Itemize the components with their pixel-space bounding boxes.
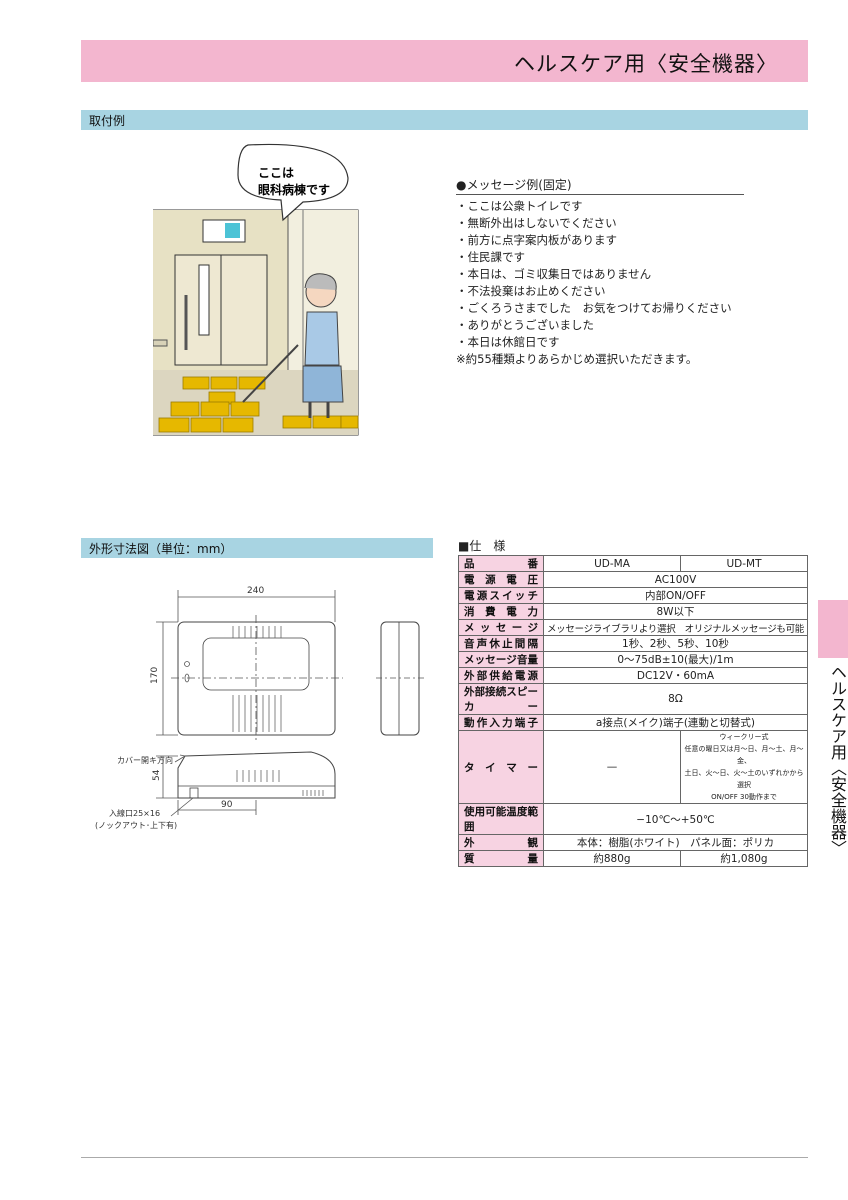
spec-value: 8Ω (542, 683, 809, 715)
message-item: ・ありがとうございました (456, 318, 594, 332)
spec-value: 約880g (542, 850, 682, 867)
table-row: 音声休止間隔 1秒、2秒、5秒、10秒 (458, 635, 809, 652)
spec-value: メッセージライブラリより選択 オリジナルメッセージも可能 (542, 619, 809, 636)
page-title: ヘルスケア用〈安全機器〉 (514, 52, 778, 76)
depth-dimension-label: 54 (152, 769, 162, 781)
table-row: 動作入力端子 a接点(メイク)端子(連動と切替式) (458, 714, 809, 731)
timer-note: ウィークリー式 任意の曜日又は月〜日、月〜土、月〜金、 土日、火〜日、火〜土のい… (680, 730, 808, 804)
spec-value: −10℃〜+50℃ (542, 803, 809, 835)
spec-value: 1秒、2秒、5秒、10秒 (542, 635, 809, 652)
spec-table: 品番 UD-MA UD-MT 電源電圧 AC100V 電源スイッチ 内部ON/O… (458, 555, 809, 867)
elderly-woman-figure (242, 273, 344, 418)
spec-label: 外部接続スピーカー (458, 683, 544, 715)
section-title-example: 取付例 (89, 114, 126, 128)
section-bar-dimensions: 外形寸法図（単位：mm） (81, 538, 433, 558)
table-row: 電源電圧 AC100V (458, 571, 809, 588)
spec-label: 動作入力端子 (458, 714, 544, 731)
spec-value: 約1,080g (680, 850, 808, 867)
spec-label: 電源電圧 (458, 571, 544, 588)
spec-label: 音声休止間隔 (458, 635, 544, 652)
width-dimension-label: 240 (247, 586, 264, 596)
spec-label: 外部供給電源 (458, 667, 544, 684)
message-item: ・本日は、ゴミ収集日ではありません (456, 267, 652, 281)
message-example-heading: ●メッセージ例(固定) (456, 176, 744, 195)
message-item: ・本日は休館日です (456, 335, 560, 349)
table-row: メッセージ音量 0〜75dB±10(最大)/1m (458, 651, 809, 668)
section-title-dimensions: 外形寸法図（単位：mm） (89, 542, 233, 556)
cover-direction-label: カバー開キ方向 (117, 755, 173, 765)
message-item: ・ここは公衆トイレです (456, 199, 583, 213)
table-row: 外観 本体：樹脂(ホワイト) パネル面：ポリカ (458, 834, 809, 851)
offset-dimension-label: 90 (221, 800, 233, 810)
table-row: 使用可能温度範囲 −10℃〜+50℃ (458, 803, 809, 835)
spec-value: AC100V (542, 571, 809, 588)
message-example-list: ・ここは公衆トイレです ・無断外出はしないでください ・前方に点字案内板がありま… (456, 198, 732, 368)
spec-value: 0〜75dB±10(最大)/1m (542, 651, 809, 668)
spec-value: 内部ON/OFF (542, 587, 809, 604)
message-note: ※約55種類よりあらかじめ選択いただきます。 (456, 352, 698, 366)
footer-divider (81, 1157, 808, 1158)
inlet-label: 入線口25×16 (109, 808, 160, 818)
table-row: 質量 約880g 約1,080g (458, 850, 808, 867)
spec-label: 質量 (458, 850, 544, 867)
spec-value: 8W以下 (542, 603, 809, 620)
table-row: 外部接続スピーカー 8Ω (458, 683, 809, 715)
table-row: 電源スイッチ 内部ON/OFF (458, 587, 809, 604)
spec-label: メッセージ音量 (458, 651, 544, 668)
speech-line-1: ここは (258, 166, 294, 180)
dimension-drawing: 240 170 54 90 カバー開キ方向 入線口25×16 (ノックアウト･上… (95, 586, 424, 830)
inlet-note: (ノックアウト･上下有) (95, 820, 177, 830)
table-row: タイマー — ウィークリー式 任意の曜日又は月〜日、月〜土、月〜金、 土日、火〜… (458, 730, 808, 804)
table-row: 品番 UD-MA UD-MT (458, 555, 808, 572)
page-header: ヘルスケア用〈安全機器〉 (81, 40, 808, 82)
spec-label: 品番 (458, 555, 544, 572)
section-bar-example: 取付例 (81, 110, 808, 130)
spec-label: 外観 (458, 834, 544, 851)
side-index-tab (818, 600, 848, 658)
table-row: メッセージ メッセージライブラリより選択 オリジナルメッセージも可能 (458, 619, 809, 636)
spec-value: — (542, 730, 682, 804)
spec-label: 消費電力 (458, 603, 544, 620)
spec-value: 本体：樹脂(ホワイト) パネル面：ポリカ (542, 834, 809, 851)
spec-label: 使用可能温度範囲 (458, 803, 544, 835)
installation-illustration: ここは 眼科病棟です (153, 143, 359, 436)
side-index-label: ヘルスケア用〈安全機器〉 (828, 664, 847, 856)
message-item: ・前方に点字案内板があります (456, 233, 617, 247)
spec-heading: ■仕 様 (458, 539, 506, 553)
message-item: ・不法投棄はお止めください (456, 284, 606, 298)
spec-value: DC12V・60mA (542, 667, 809, 684)
speech-bubble (237, 143, 349, 222)
message-item: ・ごくろうさまでした お気をつけてお帰りください (456, 301, 732, 315)
spec-value: UD-MT (680, 555, 808, 572)
table-row: 外部供給電源 DC12V・60mA (458, 667, 809, 684)
spec-label: タイマー (458, 730, 544, 804)
table-row: 消費電力 8W以下 (458, 603, 809, 620)
speech-line-2: 眼科病棟です (258, 182, 330, 197)
spec-value: a接点(メイク)端子(連動と切替式) (542, 714, 809, 731)
spec-label: 電源スイッチ (458, 587, 544, 604)
message-item: ・無断外出はしないでください (456, 216, 617, 230)
spec-value: UD-MA (542, 555, 682, 572)
height-dimension-label: 170 (150, 667, 160, 684)
message-item: ・住民課です (456, 250, 525, 264)
spec-label: メッセージ (458, 619, 544, 636)
